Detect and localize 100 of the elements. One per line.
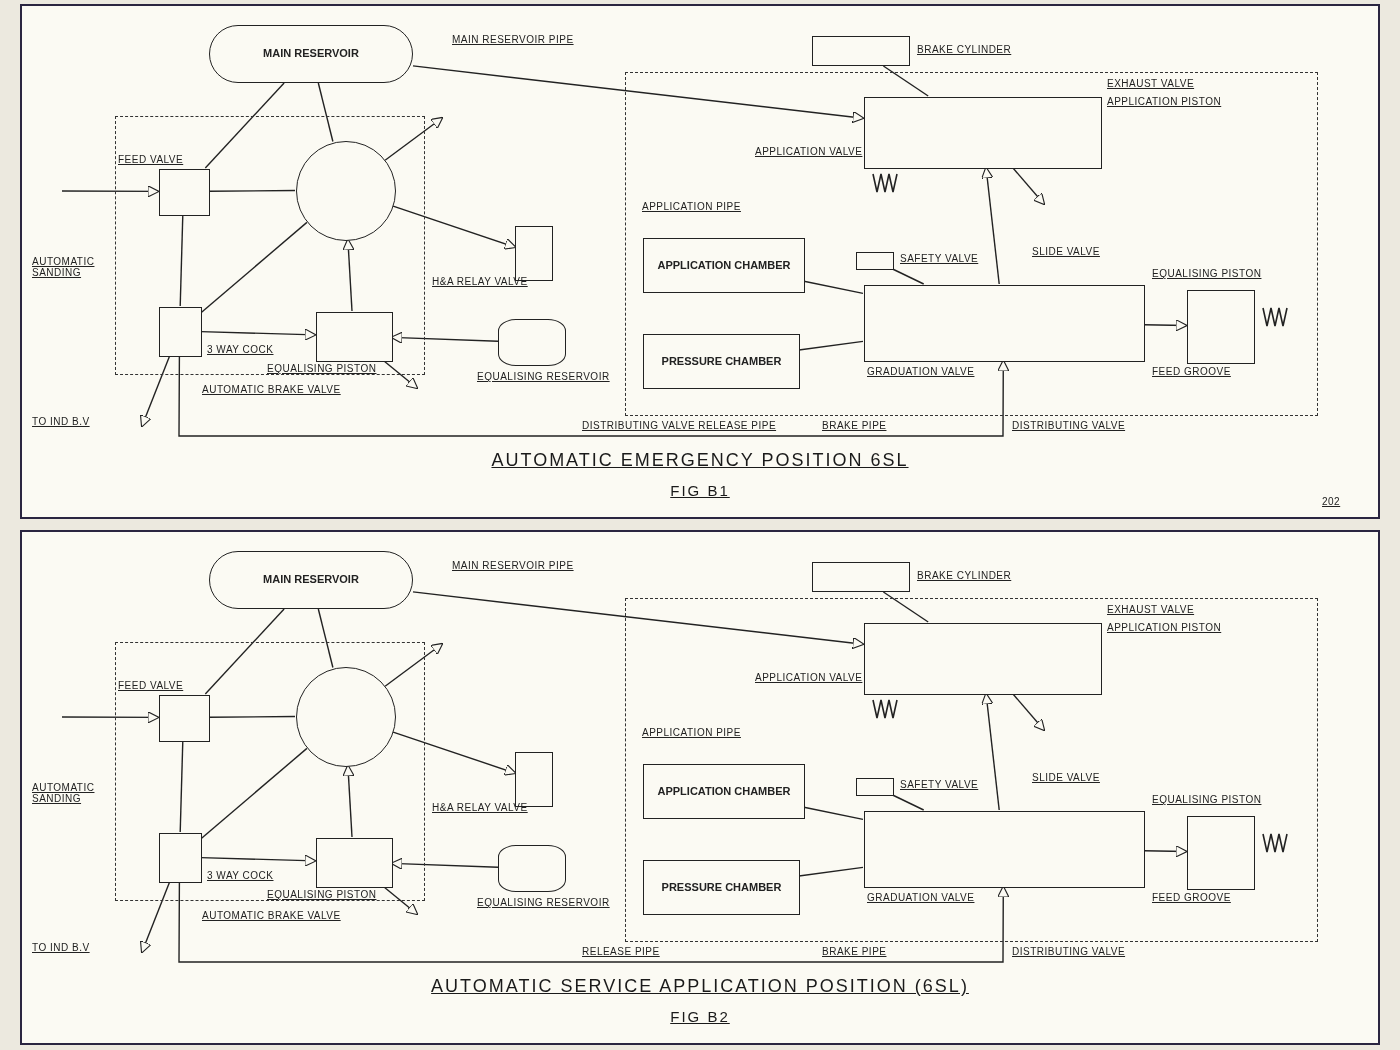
- part-label: SLIDE VALVE: [1032, 246, 1100, 257]
- pipe-label: APPLICATION PIPE: [642, 201, 741, 212]
- valve-box: [1187, 816, 1255, 890]
- node-label: PRESSURE CHAMBER: [660, 879, 783, 895]
- node-label: PRESSURE CHAMBER: [660, 353, 783, 369]
- part-label: 3 WAY COCK: [207, 870, 274, 881]
- pipe-line: [61, 711, 160, 724]
- part-label: SAFETY VALVE: [900, 253, 979, 264]
- pipe-line: [342, 238, 355, 312]
- pipe-line: [798, 340, 864, 351]
- part-label: EQUALISING PISTON: [1152, 794, 1262, 805]
- part-label: H&A RELAY VALVE: [432, 802, 528, 813]
- valve-box: [159, 169, 210, 216]
- pipe-line: [178, 881, 1010, 963]
- valve-box: [864, 623, 1102, 695]
- part-label: EQUALISING RESERVOIR: [477, 897, 610, 908]
- pipe-line: [342, 764, 355, 838]
- valve-box: [316, 838, 393, 888]
- reservoir-cylinder: [498, 845, 566, 892]
- pipe-line: [1143, 319, 1188, 332]
- figure-frame: [20, 530, 1380, 1045]
- pipe-line: [383, 886, 419, 916]
- pipe-line: [61, 185, 160, 198]
- figure-title: AUTOMATIC EMERGENCY POSITION 6SL: [491, 450, 909, 471]
- pipe-line: [317, 608, 334, 669]
- pipe-line: [391, 731, 517, 776]
- node-label: MAIN RESERVOIR: [262, 572, 360, 588]
- pipe-line: [200, 328, 317, 341]
- valve-box: [643, 238, 805, 293]
- pipe-label: TO IND B.V: [32, 416, 90, 427]
- valve-box: [159, 307, 202, 357]
- figure-number: FIG B1: [670, 482, 730, 499]
- pipe-line: [1012, 693, 1046, 732]
- part-label: APPLICATION VALVE: [755, 146, 863, 157]
- node-label: APPLICATION CHAMBER: [656, 783, 792, 799]
- pipe-line: [383, 360, 419, 390]
- figure-number: FIG B2: [670, 1008, 730, 1025]
- pipe-label: BRAKE PIPE: [822, 946, 887, 957]
- part-label: FEED VALVE: [118, 154, 184, 165]
- part-label: EQUALISING PISTON: [1152, 268, 1262, 279]
- valve-box: [643, 764, 805, 819]
- pipe-label: DISTRIBUTING VALVE RELEASE PIPE: [582, 420, 777, 431]
- valve-box: [159, 695, 210, 742]
- pipe-label: 202: [1322, 496, 1341, 507]
- pipe-line: [178, 355, 1010, 437]
- pipe-label: AUTOMATIC SANDING: [32, 256, 96, 278]
- pipe-line: [882, 591, 929, 623]
- pipe-line: [179, 214, 184, 307]
- pipe-line: [384, 642, 444, 687]
- pipe-line: [882, 65, 929, 97]
- pipe-line: [803, 806, 864, 821]
- part-label: EQUALISING PISTON: [267, 363, 377, 374]
- valve-box: [812, 36, 910, 66]
- valve-box: [643, 334, 800, 389]
- pipe-label: APPLICATION PIPE: [642, 727, 741, 738]
- pipe-line: [204, 608, 285, 695]
- pipe-label: TO IND B.V: [32, 942, 90, 953]
- valve-box: [864, 285, 1145, 362]
- pipe-line: [200, 747, 308, 840]
- part-label: DISTRIBUTING VALVE: [1012, 946, 1126, 957]
- part-label: APPLICATION VALVE: [755, 672, 863, 683]
- pipe-line: [412, 65, 865, 124]
- valve-box: [864, 97, 1102, 169]
- part-label: SLIDE VALVE: [1032, 772, 1100, 783]
- part-label: EQUALISING RESERVOIR: [477, 371, 610, 382]
- pipe-line: [798, 866, 864, 877]
- pipe-line: [1143, 845, 1188, 858]
- pipe-line: [891, 268, 925, 285]
- valve-box: [159, 833, 202, 883]
- pipe-line: [412, 591, 865, 650]
- pipe-label: BRAKE PIPE: [822, 420, 887, 431]
- dashed-region: [625, 598, 1318, 942]
- pipe-line: [317, 82, 334, 143]
- part-label: 3 WAY COCK: [207, 344, 274, 355]
- part-label: GRADUATION VALVE: [867, 892, 975, 903]
- pipe-line: [384, 116, 444, 161]
- valve-box: [812, 562, 910, 592]
- reservoir-cylinder: [498, 319, 566, 366]
- pipe-label: MAIN RESERVOIR PIPE: [452, 34, 574, 45]
- pipe-line: [208, 715, 296, 718]
- pipe-line: [1012, 167, 1046, 206]
- valve-box: [856, 778, 894, 796]
- dashed-region: [115, 642, 425, 901]
- pipe-line: [139, 355, 171, 428]
- part-label: BRAKE CYLINDER: [917, 44, 1012, 55]
- pipe-line: [200, 854, 317, 867]
- part-label: APPLICATION PISTON: [1107, 96, 1222, 107]
- part-label: BRAKE CYLINDER: [917, 570, 1012, 581]
- part-label: EXHAUST VALVE: [1107, 78, 1195, 89]
- pipe-line: [391, 205, 517, 250]
- pipe-line: [803, 280, 864, 295]
- pipe-line: [204, 82, 285, 169]
- part-label: FEED VALVE: [118, 680, 184, 691]
- part-label: SAFETY VALVE: [900, 779, 979, 790]
- figure-frame: [20, 4, 1380, 519]
- part-label: GRADUATION VALVE: [867, 366, 975, 377]
- valve-box: [856, 252, 894, 270]
- pipe-line: [179, 740, 184, 833]
- pipe-label: AUTOMATIC SANDING: [32, 782, 96, 804]
- valve-box: [864, 811, 1145, 888]
